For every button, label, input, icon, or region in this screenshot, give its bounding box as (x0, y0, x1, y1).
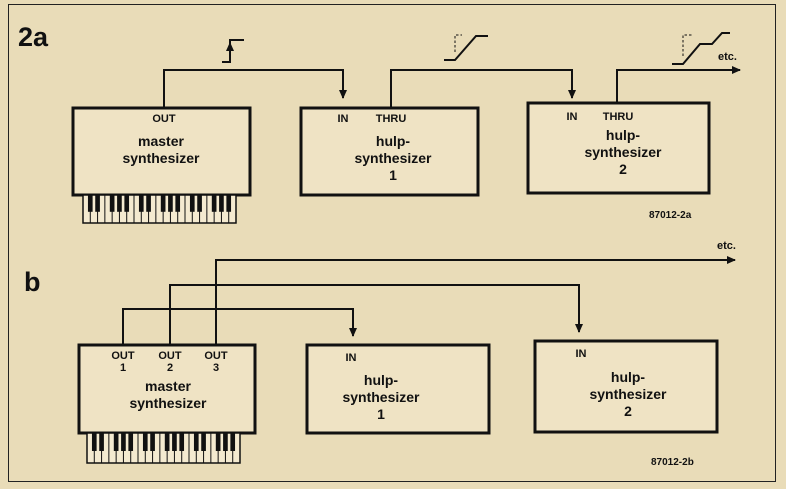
black-key (179, 433, 184, 451)
figure-a-hulp2-thru-label: THRU (603, 111, 634, 123)
figure-b-out2-number: 2 (167, 362, 173, 374)
black-key (95, 195, 100, 212)
figure-a-code: 87012-2a (649, 210, 692, 221)
black-key (212, 195, 217, 212)
black-key (146, 195, 151, 212)
black-key (201, 433, 206, 451)
black-key (139, 195, 144, 212)
figure-b-out2-label: OUT (158, 350, 182, 362)
black-key (172, 433, 177, 451)
figure-b-hulp2-title-2: synthesizer (589, 386, 667, 402)
figure-b-hulp2-title-1: hulp- (611, 369, 646, 385)
figure-b-label: b (24, 267, 41, 297)
wire-out3-to-next (216, 260, 735, 345)
figure-b-keyboard (87, 433, 240, 463)
figure-b-wires (123, 260, 735, 345)
black-key (121, 433, 126, 451)
black-key (226, 195, 231, 212)
figure-a-hulp2-in-label: IN (567, 111, 578, 123)
figure-b-out1-number: 1 (120, 362, 126, 374)
figure-b-out3-number: 3 (213, 362, 219, 374)
black-key (175, 195, 180, 212)
figure-b-out3-label: OUT (204, 350, 228, 362)
figure-a-out-label: OUT (152, 113, 176, 125)
black-key (124, 195, 129, 212)
figure-a-label: 2a (18, 22, 49, 52)
black-key (216, 433, 221, 451)
black-key (219, 195, 224, 212)
figure-a-hulp1-in-label: IN (338, 113, 349, 125)
figure-a-master-title-1: master (138, 133, 184, 149)
black-key (168, 195, 173, 212)
figure-a-hulp2-title-3: 2 (619, 161, 627, 177)
black-key (223, 433, 228, 451)
figure-a-hulp1-title-1: hulp- (376, 133, 411, 149)
figure-b-code: 87012-2b (651, 457, 694, 468)
wire-out2-to-hulp2-in (170, 285, 579, 345)
black-key (88, 195, 93, 212)
black-key (230, 433, 235, 451)
figure-a-hulp2-title-1: hulp- (606, 127, 641, 143)
figure-a-hulp2-title-2: synthesizer (584, 144, 662, 160)
black-key (190, 195, 195, 212)
figure-a-hulp1-title-2: synthesizer (354, 150, 432, 166)
figure-b-etc-label: etc. (717, 240, 736, 252)
black-key (165, 433, 170, 451)
figure-b-master-title-1: master (145, 378, 191, 394)
black-key (92, 433, 97, 451)
black-key (99, 433, 104, 451)
black-key (161, 195, 166, 212)
figure-b-hulp2-in-label: IN (576, 348, 587, 360)
wire-master-out-to-hulp1-in (164, 70, 343, 108)
black-key (114, 433, 119, 451)
figure-a-hulp1-title-3: 1 (389, 167, 397, 183)
figure-b-hulp2-title-3: 2 (624, 403, 632, 419)
figure-b-hulp1-title-1: hulp- (364, 372, 399, 388)
step-signal-icon (222, 40, 244, 62)
black-key (117, 195, 122, 212)
wire-out1-to-hulp1-in (123, 309, 353, 345)
black-key (194, 433, 199, 451)
figure-b-hulp1-title-2: synthesizer (342, 389, 420, 405)
black-key (150, 433, 155, 451)
figure-b-hulp1-in-label: IN (346, 352, 357, 364)
black-key (128, 433, 133, 451)
figure-a-master-title-2: synthesizer (122, 150, 200, 166)
figure-b-hulp1-title-3: 1 (377, 406, 385, 422)
delayed-step-signal-icon (444, 35, 488, 60)
black-key (197, 195, 202, 212)
black-key (110, 195, 115, 212)
figure-a-keyboard (83, 195, 236, 223)
black-key (143, 433, 148, 451)
figure-a-etc-label: etc. (718, 51, 737, 63)
figure-a-hulp1-thru-label: THRU (376, 113, 407, 125)
figure-b-out1-label: OUT (111, 350, 135, 362)
figure-b-master-title-2: synthesizer (129, 395, 207, 411)
